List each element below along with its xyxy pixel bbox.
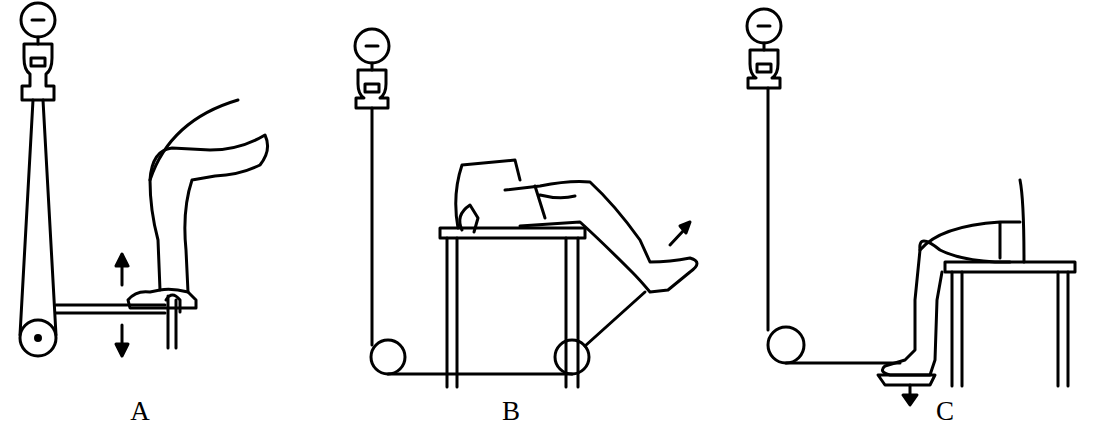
tensiometer-clip xyxy=(757,64,771,72)
thigh xyxy=(150,100,238,180)
leg xyxy=(505,182,697,293)
table-legs xyxy=(447,238,578,387)
cable xyxy=(388,373,572,376)
hand xyxy=(460,205,478,232)
dial xyxy=(355,29,389,63)
panel-label: A xyxy=(130,398,150,425)
pulley xyxy=(371,340,405,374)
cable xyxy=(20,100,33,335)
stem xyxy=(37,37,40,44)
lever-bar xyxy=(56,312,165,315)
torso xyxy=(456,160,520,228)
dial xyxy=(21,3,55,37)
pulley xyxy=(20,320,56,356)
cable xyxy=(585,292,645,346)
pulley-axle xyxy=(36,336,41,341)
tensiometer-frame xyxy=(22,44,54,100)
stool-legs xyxy=(952,272,1068,386)
arrow-head xyxy=(116,254,128,266)
arrow-shaft xyxy=(670,230,684,245)
leg xyxy=(882,241,1010,375)
bar-support xyxy=(166,295,180,348)
thigh xyxy=(920,222,1020,258)
cable xyxy=(786,362,900,365)
dial-mark xyxy=(758,25,770,28)
shorts xyxy=(535,186,575,218)
arrow-head xyxy=(116,344,128,356)
cable xyxy=(43,100,56,335)
foot-plate xyxy=(878,375,935,385)
lever-bar xyxy=(56,304,165,307)
dial-mark xyxy=(366,45,378,48)
dial xyxy=(747,9,781,43)
arrow-head xyxy=(903,395,917,405)
tensiometer-clip xyxy=(31,58,45,66)
tensiometer-clip xyxy=(365,84,379,92)
tensiometer-frame xyxy=(356,70,388,108)
setup-b xyxy=(355,29,697,387)
setup-a xyxy=(20,3,268,356)
foot xyxy=(128,289,196,308)
setup-c xyxy=(747,9,1075,405)
panel-label: C xyxy=(936,398,954,425)
dial-mark xyxy=(32,19,44,22)
arrow-head xyxy=(680,222,690,233)
cable xyxy=(371,108,374,345)
leg xyxy=(150,135,268,292)
cable xyxy=(767,88,770,330)
tensiometer-frame xyxy=(748,50,780,88)
panel-label: B xyxy=(502,398,520,425)
pulley xyxy=(768,327,804,363)
